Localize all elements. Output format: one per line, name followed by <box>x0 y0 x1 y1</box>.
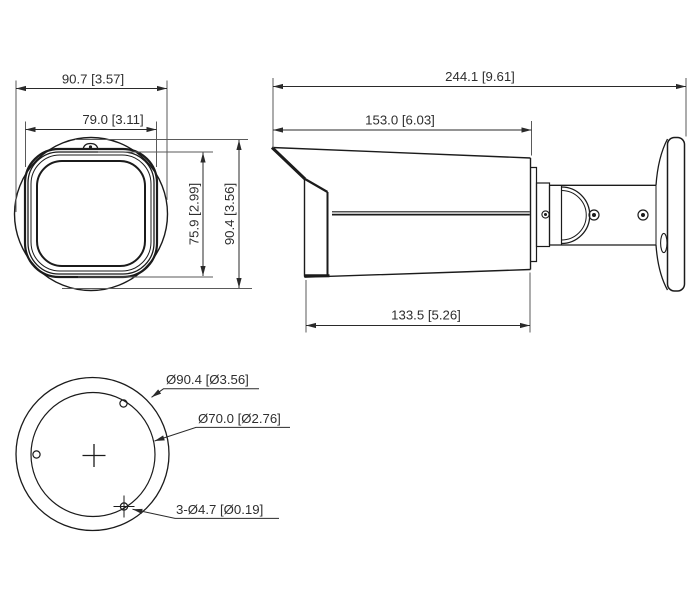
bolt-circle <box>30 391 156 518</box>
base-neck-bottom-curve <box>655 244 669 291</box>
dim-front-inner-height: 75.9 [2.99] <box>78 151 213 278</box>
hinge-screw-center <box>544 213 547 216</box>
bracket-screw-2-center <box>641 213 645 217</box>
dim-side-body-length: 133.5 [5.26] <box>305 272 531 333</box>
swivel-arc-outer <box>561 186 591 245</box>
dim-label-front-inner-height: 75.9 [2.99] <box>187 183 202 245</box>
front-body-circle <box>13 136 169 292</box>
mount-hole-1 <box>119 399 128 408</box>
swivel-arc-inner <box>561 190 587 241</box>
dim-label-front-outer-width: 90.7 [3.57] <box>62 72 124 87</box>
lens-shroud-outline-3 <box>30 154 152 272</box>
front-view: 90.7 [3.57] 79.0 [3.11] 75.9 [2.99] 90.4… <box>13 72 252 292</box>
dim-label-mount-holes: 3-Ø4.7 [Ø0.19] <box>176 502 263 517</box>
lens-shroud-outline-2 <box>27 151 155 275</box>
leader-bolt-circle: Ø70.0 [Ø2.76] <box>154 411 290 442</box>
dim-label-bolt-circle: Ø70.0 [Ø2.76] <box>198 411 281 426</box>
body-bottom-edge <box>304 268 531 278</box>
mount-hole-2 <box>32 450 41 459</box>
top-screw-dot <box>88 145 93 149</box>
bracket-screw-2 <box>637 209 649 221</box>
base-outer-circle <box>15 376 170 532</box>
base-neck-top-curve <box>655 138 669 186</box>
dim-label-body-length: 133.5 [5.26] <box>391 308 461 323</box>
side-view: 244.1 [9.61] 153.0 [6.03] 133.5 [5.26] <box>270 69 687 333</box>
wall-plate-face <box>666 136 686 292</box>
top-screw-bump <box>82 142 99 150</box>
dim-side-total-length: 244.1 [9.61] <box>272 69 687 148</box>
hinge-knuckle <box>535 182 551 248</box>
leader-outer-diameter: Ø90.4 [Ø3.56] <box>151 372 259 398</box>
rear-cap <box>530 166 538 263</box>
dim-front-outer-width: 90.7 [3.57] <box>15 72 168 212</box>
dim-label-front-to-bracket: 153.0 [6.03] <box>365 113 435 128</box>
dim-label-total-length: 244.1 [9.61] <box>445 69 515 84</box>
dim-label-outer-diameter: Ø90.4 [Ø3.56] <box>166 372 249 387</box>
cable-hole <box>660 232 668 254</box>
dim-front-inner-width: 79.0 [3.11] <box>25 112 157 167</box>
body-top-edge <box>271 146 531 159</box>
dim-front-outer-height: 90.4 [3.56] <box>62 139 252 289</box>
dim-side-front-to-bracket: 153.0 [6.03] <box>273 113 532 156</box>
dim-label-front-inner-width: 79.0 [3.11] <box>82 112 143 127</box>
base-view: Ø90.4 [Ø3.56] Ø70.0 [Ø2.76] 3-Ø4.7 [Ø0.1… <box>15 372 290 532</box>
dim-label-front-outer-height: 90.4 [3.56] <box>222 183 237 245</box>
bracket-screw-1 <box>588 209 600 221</box>
sunshade-inner-edge <box>304 178 329 193</box>
sunshade-front-edge <box>270 146 307 181</box>
bracket-screw-1-center <box>592 213 596 217</box>
leader-mount-holes: 3-Ø4.7 [Ø0.19] <box>132 502 279 519</box>
lens-window-outline <box>36 160 146 267</box>
